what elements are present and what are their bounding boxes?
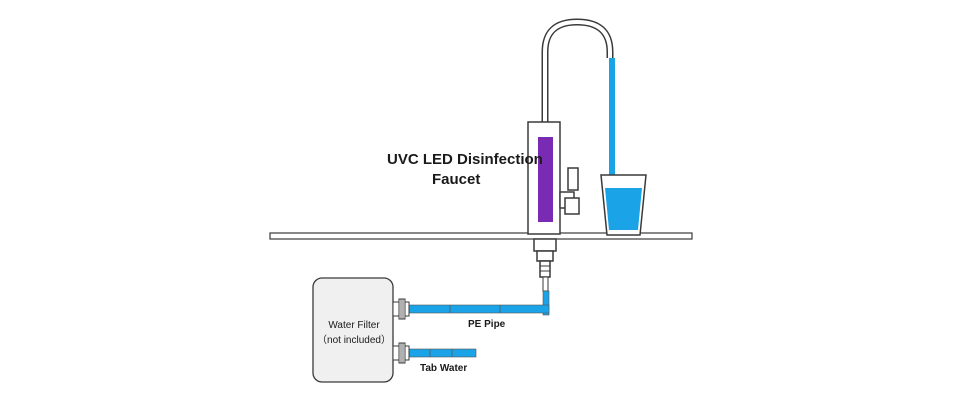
filter-inlet-fitting [392, 342, 410, 364]
faucet-base [533, 238, 557, 252]
water-stream [609, 58, 615, 188]
faucet-label-line1: UVC LED Disinfection [387, 151, 543, 168]
faucet-spout [541, 18, 614, 122]
pe-pipe-vertical [542, 290, 550, 316]
faucet-label-line2: Faucet [432, 171, 481, 188]
filter-label-line1: Water Filter [328, 320, 380, 331]
filter-outlet-fitting [392, 298, 410, 320]
shank-connector [542, 276, 549, 292]
faucet-spout-highlight [543, 19, 612, 122]
faucet-handle-lever [567, 167, 579, 191]
water-filter-housing [312, 277, 394, 383]
glass-water [605, 188, 642, 230]
uv-led-lamp [538, 137, 553, 222]
mount-nut [536, 250, 554, 262]
tab-water-label: Tab Water [420, 363, 468, 374]
pe-pipe-horizontal [407, 304, 550, 314]
threaded-shank [539, 260, 551, 278]
tab-water-pipe [407, 348, 477, 358]
faucet-handle-knob [564, 197, 580, 215]
countertop [269, 232, 693, 240]
filter-label-line2: （not included） [317, 335, 391, 346]
pe-pipe-label: PE Pipe [468, 319, 506, 330]
